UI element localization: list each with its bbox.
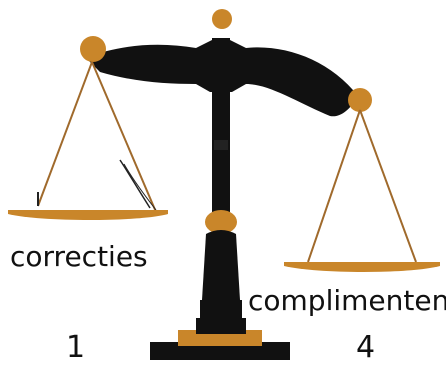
- right-pan-count: 4: [356, 330, 375, 365]
- right-pan-strings: [308, 110, 416, 262]
- right-pan: [284, 262, 440, 272]
- scale-base: [150, 318, 290, 360]
- left-pan: [8, 210, 168, 220]
- left-pan-strings: [38, 62, 156, 212]
- top-finial: [212, 9, 232, 29]
- left-pan-label: correcties: [10, 240, 148, 273]
- right-pan-label: complimenten: [248, 284, 446, 317]
- right-beam-knob: [348, 88, 372, 112]
- left-beam-knob: [80, 36, 106, 62]
- left-pan-count: 1: [66, 330, 85, 365]
